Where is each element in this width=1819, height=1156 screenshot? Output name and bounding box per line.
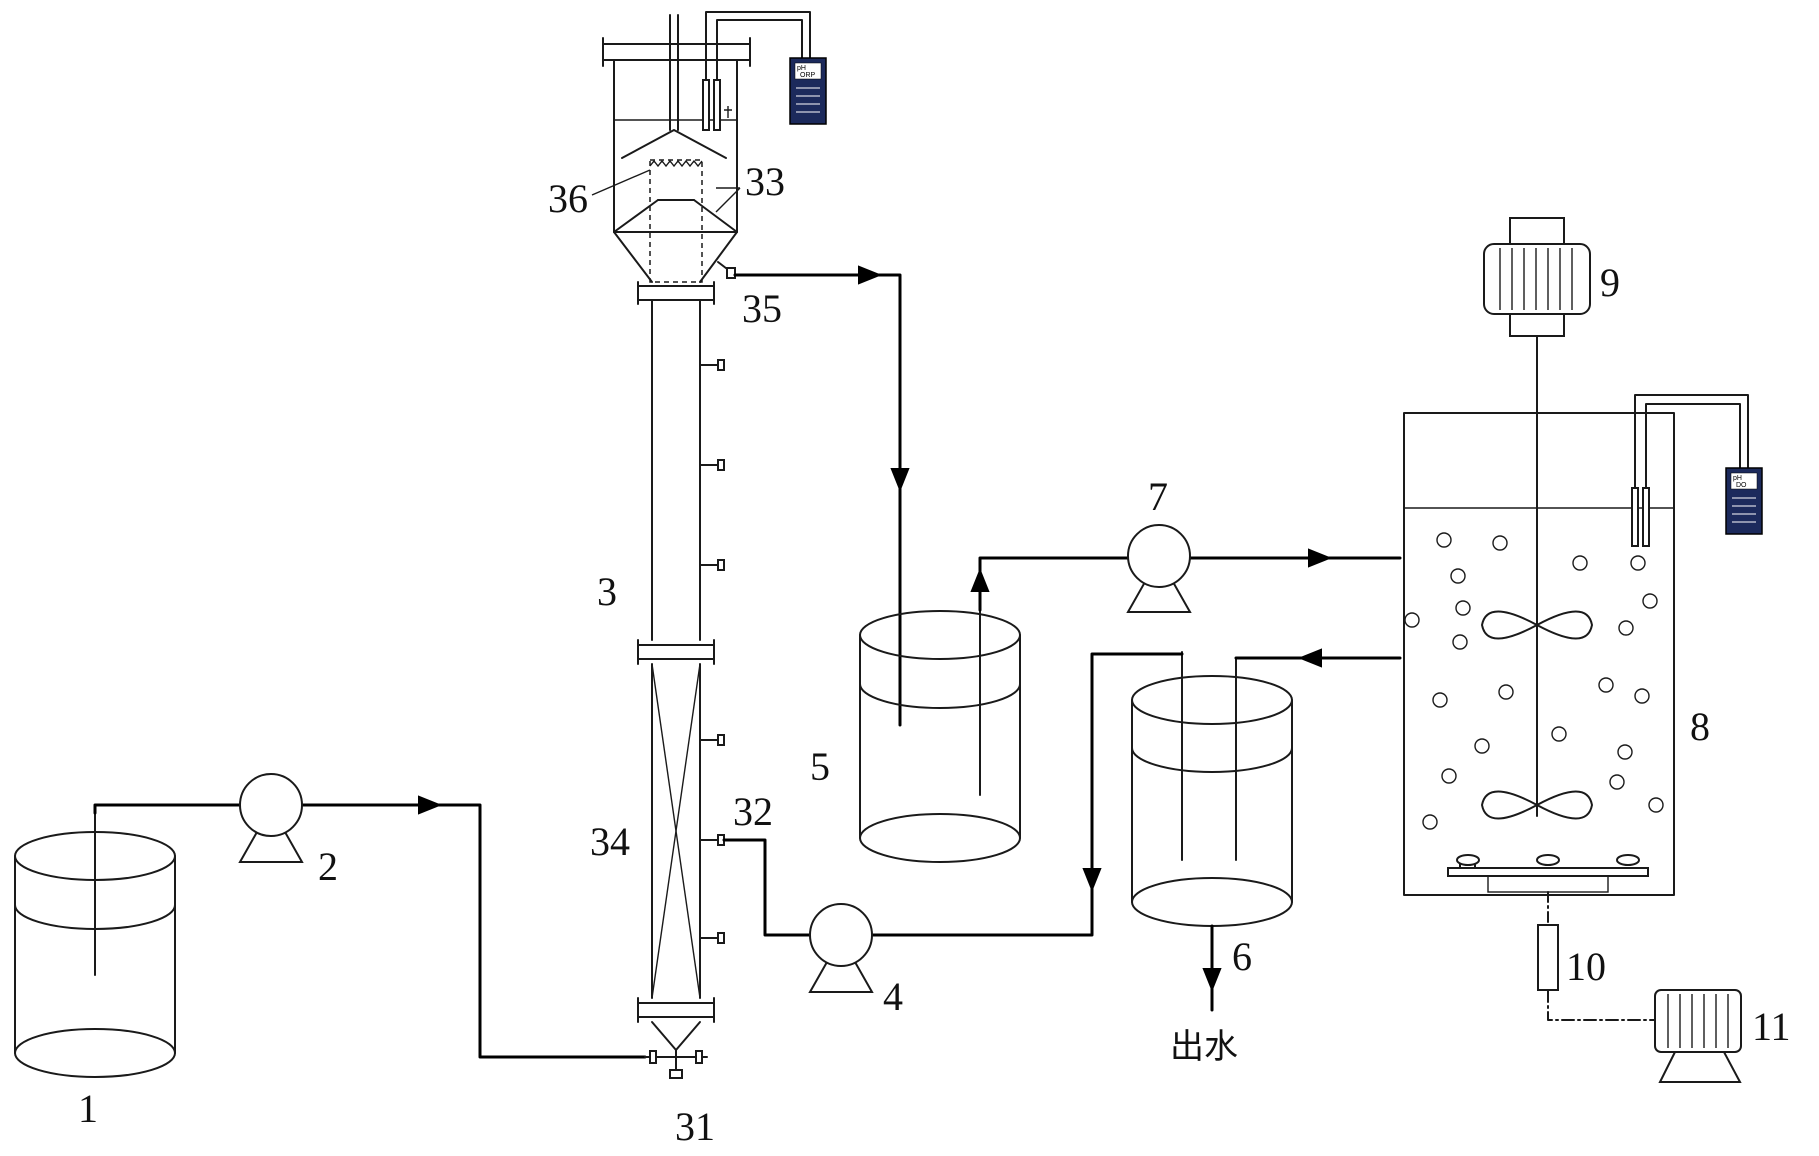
label-7: 7 bbox=[1148, 474, 1168, 519]
feed-pipe bbox=[93, 795, 647, 1059]
label-33: 33 bbox=[745, 159, 785, 204]
label-10: 10 bbox=[1566, 944, 1606, 989]
label-35: 35 bbox=[742, 286, 782, 331]
reactor-column bbox=[602, 14, 751, 1079]
ph-orp-meter: pH ORP bbox=[705, 11, 827, 125]
label-36: 36 bbox=[548, 176, 588, 221]
ph-do-meter: pH DO bbox=[1634, 394, 1763, 535]
feed-pump bbox=[238, 773, 304, 863]
label-outlet: 出水 bbox=[1170, 1027, 1238, 1067]
settling-tank bbox=[1131, 651, 1293, 927]
label-3: 3 bbox=[597, 569, 617, 614]
air-bubbles bbox=[1404, 532, 1664, 830]
label-1: 1 bbox=[78, 1086, 98, 1131]
recycle-pump bbox=[808, 903, 874, 993]
label-2: 2 bbox=[318, 844, 338, 889]
top-meter-line2: ORP bbox=[800, 72, 816, 79]
aeration-tank bbox=[1403, 332, 1675, 896]
label-5: 5 bbox=[810, 744, 830, 789]
transfer-pump bbox=[1126, 524, 1192, 613]
label-8: 8 bbox=[1690, 704, 1710, 749]
top-meter-line1: pH bbox=[797, 65, 806, 72]
return-pipe bbox=[870, 648, 1402, 937]
right-meter-line2: DO bbox=[1736, 482, 1747, 489]
recycle-pipe bbox=[722, 838, 812, 937]
intermediate-tank bbox=[859, 559, 1021, 863]
air-supply bbox=[1537, 891, 1742, 1083]
label-32: 32 bbox=[733, 789, 773, 834]
label-6: 6 bbox=[1232, 934, 1252, 979]
aeration-feed-pipe bbox=[970, 548, 1402, 612]
label-9: 9 bbox=[1600, 260, 1620, 305]
right-meter-line1: pH bbox=[1733, 475, 1742, 482]
label-31: 31 bbox=[675, 1104, 715, 1149]
label-34: 34 bbox=[590, 819, 630, 864]
label-11: 11 bbox=[1752, 1004, 1791, 1049]
label-4: 4 bbox=[883, 974, 903, 1019]
overflow-pipe bbox=[733, 265, 910, 727]
feed-tank bbox=[14, 812, 176, 1078]
stirrer-motor bbox=[1483, 217, 1591, 337]
